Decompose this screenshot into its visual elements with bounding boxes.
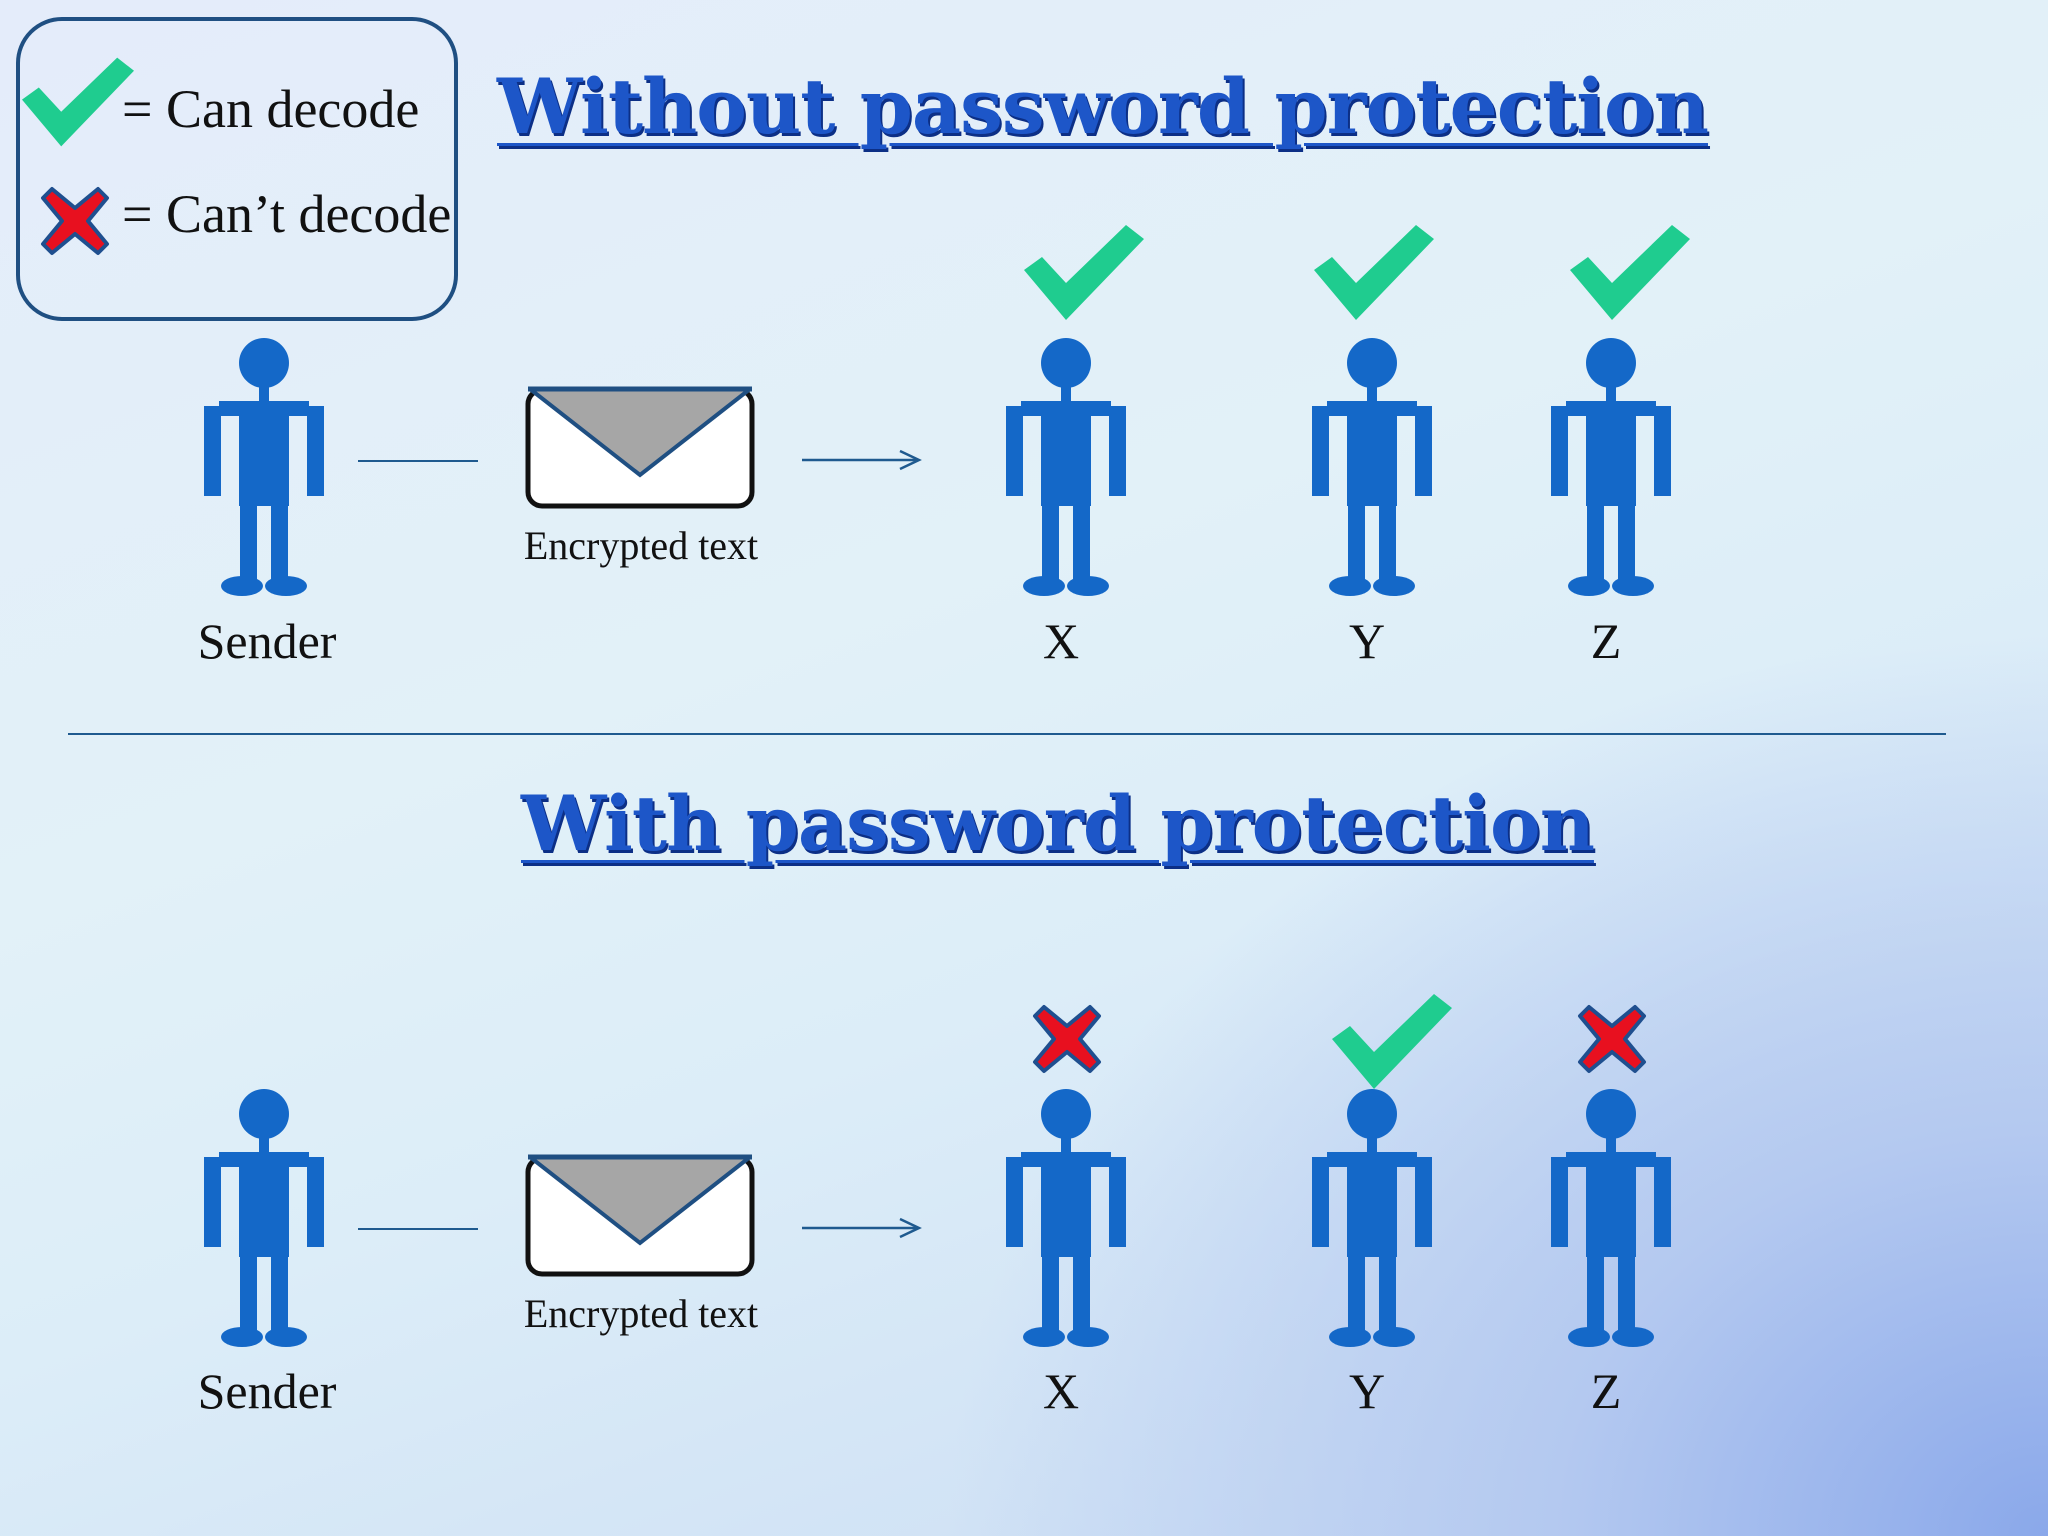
envelope-icon [525,385,755,510]
check-icon [1024,225,1144,320]
sender-label: Sender [197,613,337,669]
recipient-x-figure [1006,338,1126,598]
section-title-without: Without password protection [497,62,1709,151]
cross-icon [1577,1004,1647,1074]
check-icon [1332,994,1452,1089]
recipient-z-figure [1551,1089,1671,1349]
recipient-z-label: Z [1590,1363,1622,1419]
recipient-z-label: Z [1590,613,1622,669]
encrypted-text-label: Encrypted text [523,1291,759,1336]
recipient-y-figure [1312,338,1432,598]
recipient-x-figure [1006,1089,1126,1349]
check-icon [22,56,134,148]
check-icon [1570,225,1690,320]
encrypted-text-label: Encrypted text [523,523,759,568]
legend-box [16,17,458,321]
section-divider [68,733,1946,735]
legend-cant-decode-label: = Can’t decode [122,184,452,244]
connector-line [358,460,478,462]
connector-line [358,1228,478,1230]
legend-can-decode-label: = Can decode [122,79,420,139]
cross-icon [1032,1004,1102,1074]
check-icon [1314,225,1434,320]
recipient-y-label: Y [1348,1363,1386,1419]
sender-figure [204,338,324,598]
sender-figure [204,1089,324,1349]
arrow-icon [802,1217,922,1239]
envelope-icon [525,1153,755,1278]
recipient-x-label: X [1042,613,1080,669]
sender-label: Sender [197,1363,337,1419]
recipient-z-figure [1551,338,1671,598]
arrow-icon [802,449,922,471]
recipient-y-figure [1312,1089,1432,1349]
recipient-x-label: X [1042,1363,1080,1419]
section-title-with: With password protection [521,779,1595,868]
recipient-y-label: Y [1348,613,1386,669]
cross-icon [40,186,110,256]
